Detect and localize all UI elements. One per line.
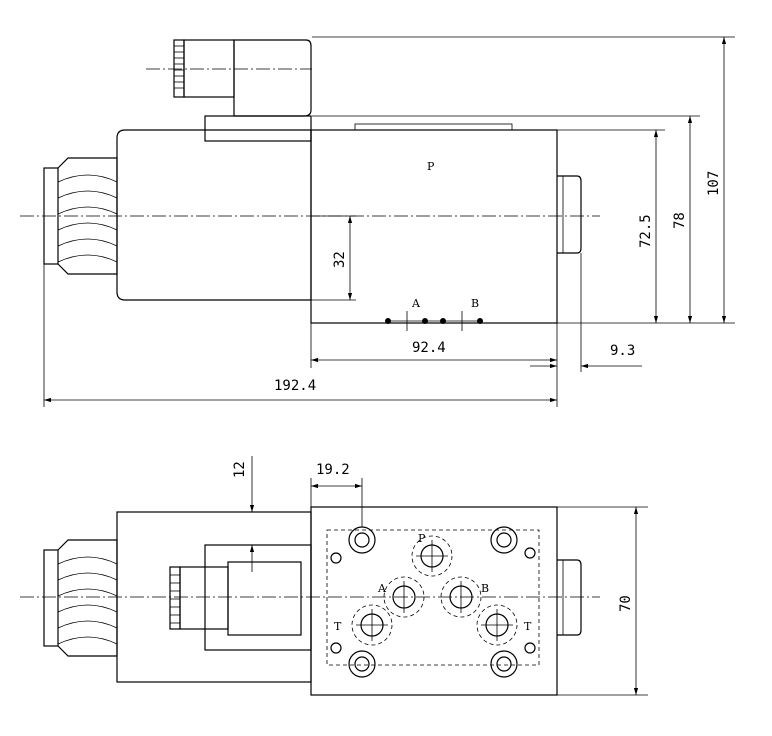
top-valve-body xyxy=(310,506,558,696)
dim-107: 107 xyxy=(706,171,722,196)
dim-78: 78 xyxy=(672,212,688,229)
port-p-label: P xyxy=(427,160,435,173)
port-pins xyxy=(385,311,483,331)
connector-plug xyxy=(146,39,312,117)
dim-70: 70 xyxy=(618,595,634,612)
dim-12: 12 xyxy=(232,461,248,478)
port-a-label: A xyxy=(411,297,421,310)
connector-base xyxy=(204,115,312,142)
top-connector xyxy=(227,561,302,636)
top-view: P A B T T 12 19.2 70 xyxy=(20,456,648,696)
top-end-plug xyxy=(557,559,582,636)
dim-32: 32 xyxy=(332,251,348,268)
dim-192-4: 192.4 xyxy=(274,378,316,394)
side-view: P A B 32 107 78 72.5 92.4 9.3 xyxy=(20,36,735,407)
top-port-b-label: B xyxy=(481,582,489,595)
dim-9-3: 9.3 xyxy=(610,343,635,359)
dim-72-5: 72.5 xyxy=(638,214,654,248)
nameplate xyxy=(354,123,513,131)
top-port-t-left-label: T xyxy=(334,620,342,633)
mounting-holes xyxy=(330,526,536,678)
port-b-label: B xyxy=(471,297,479,310)
top-port-t-right-label: T xyxy=(524,620,532,633)
end-plug xyxy=(557,175,582,254)
solenoid-coil xyxy=(116,129,312,301)
dim-92-4: 92.4 xyxy=(412,340,446,356)
top-manual-override-knob xyxy=(43,539,118,657)
top-connector-base xyxy=(204,544,312,651)
top-port-a-label: A xyxy=(377,582,387,595)
port-circles xyxy=(351,535,518,646)
dim-19-2: 19.2 xyxy=(316,462,350,478)
top-port-p-label: P xyxy=(418,532,426,545)
valve-body xyxy=(310,129,558,324)
